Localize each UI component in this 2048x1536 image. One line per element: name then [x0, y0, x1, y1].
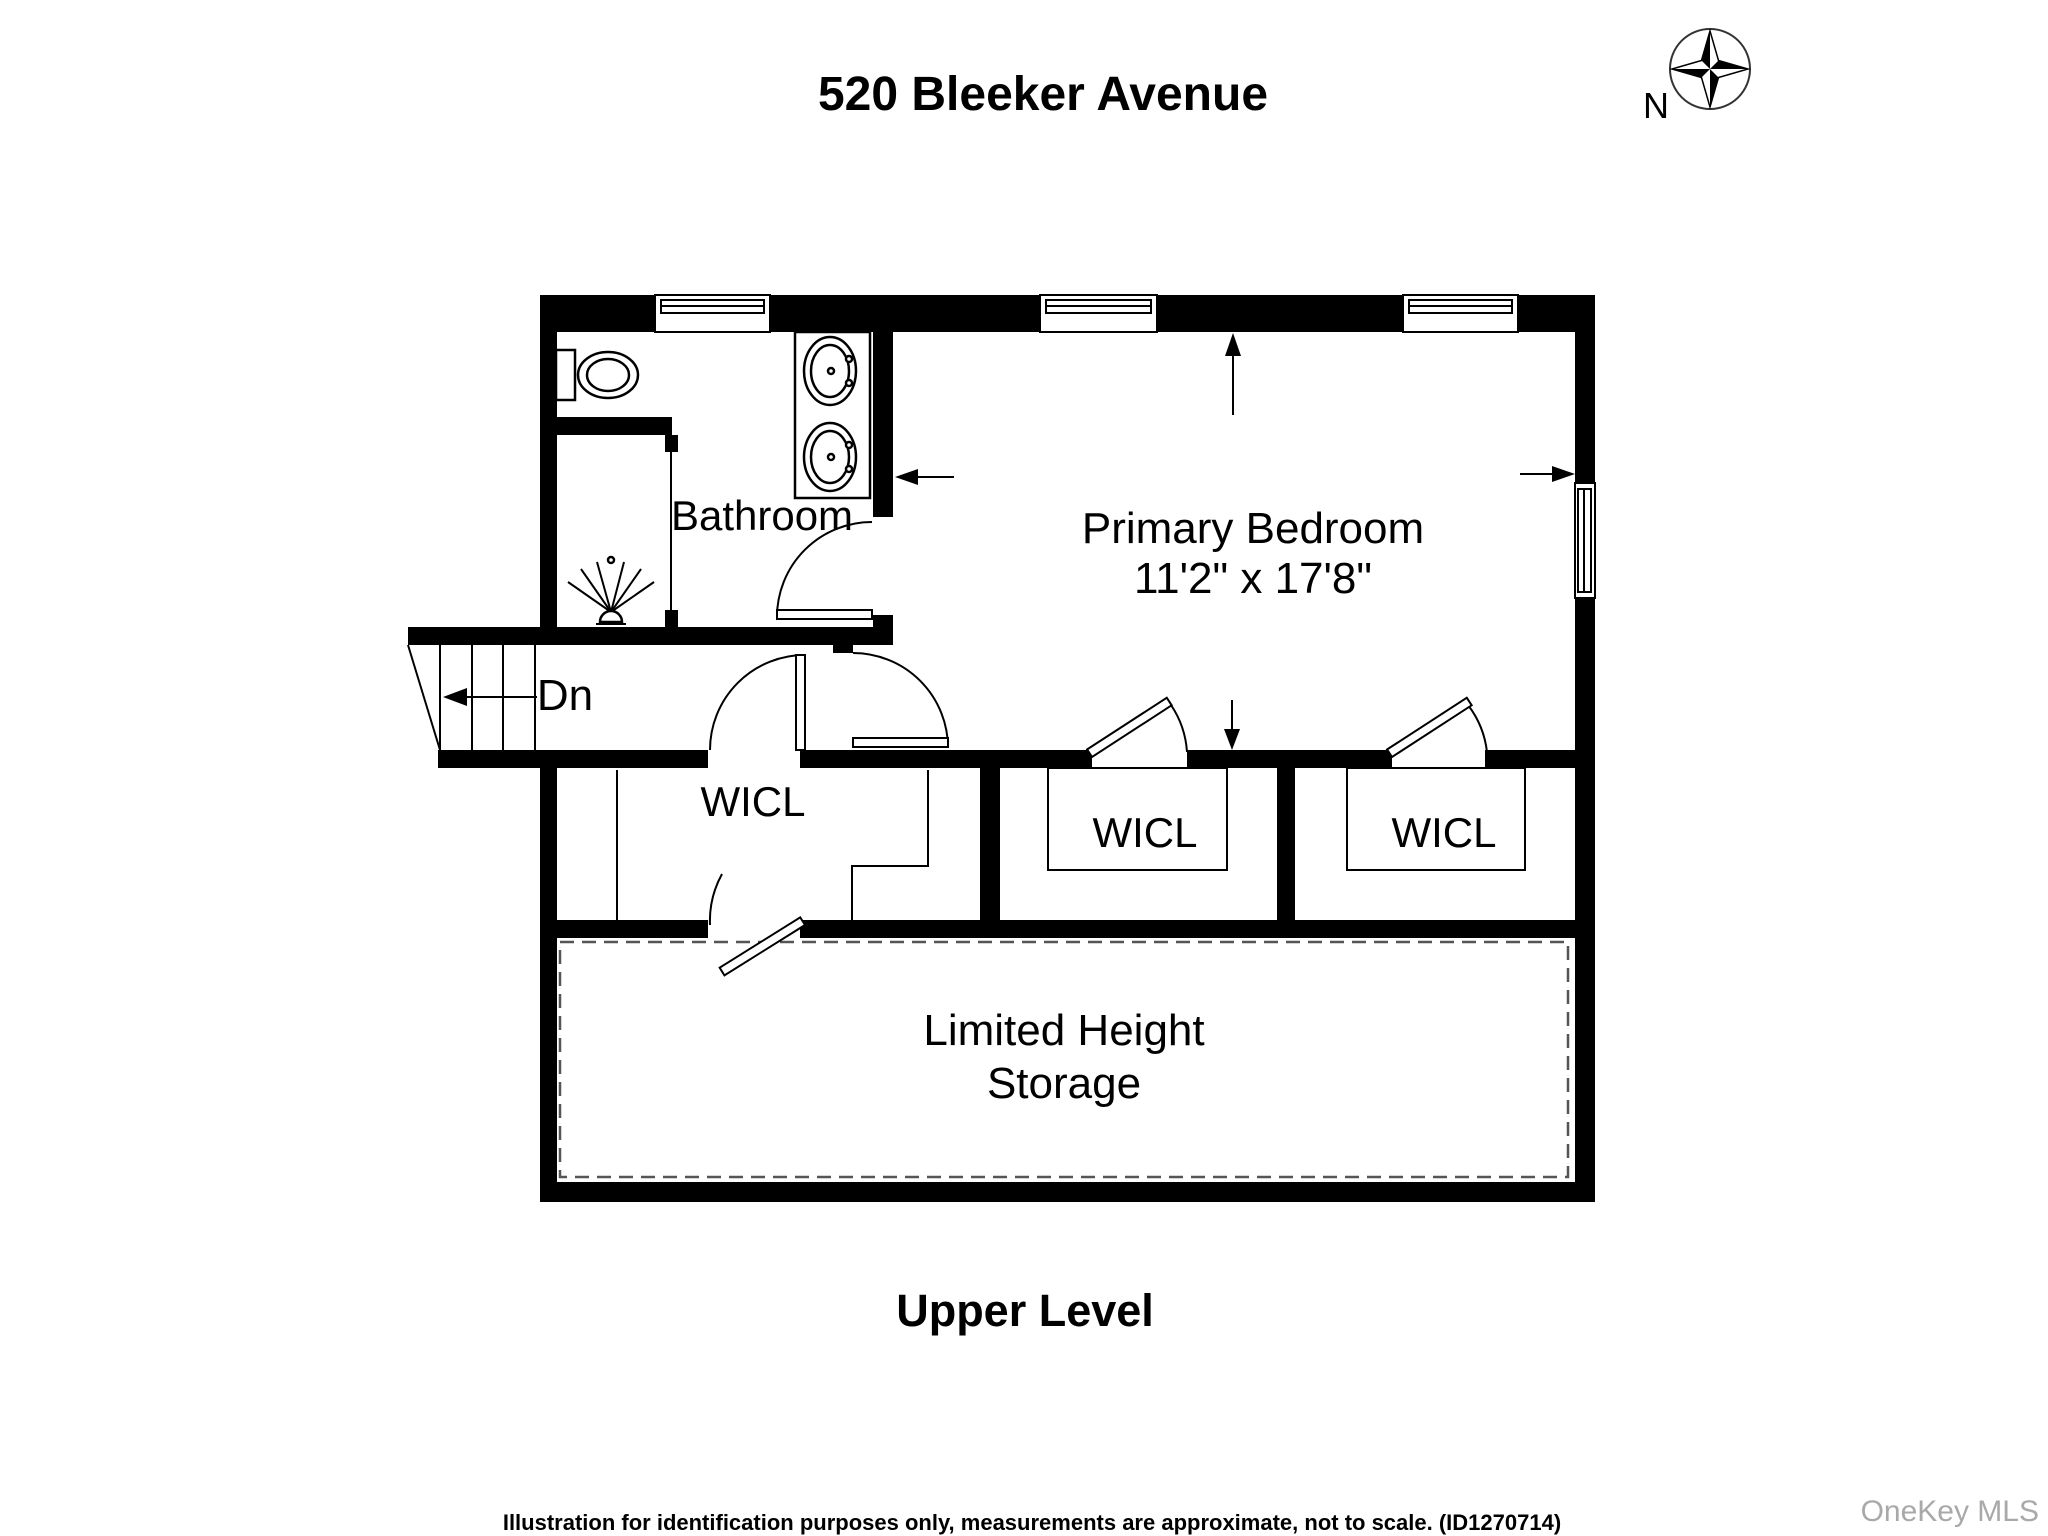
door-wicl-middle-icon	[1085, 696, 1188, 759]
sink-icon	[802, 421, 858, 493]
doors	[708, 521, 1488, 977]
closet-box-middle-wicl	[1047, 767, 1228, 871]
toilet-icon	[554, 348, 640, 402]
room-label-storage-line1: Limited Height	[923, 1006, 1204, 1055]
windows	[654, 294, 1596, 599]
wall-wicl-top-1	[553, 750, 708, 768]
compass-rose-icon: N	[1643, 28, 1751, 126]
room-label-wicl-right: WICL	[1392, 809, 1497, 856]
closet-outlines	[616, 767, 1526, 920]
window-icon	[1574, 482, 1596, 599]
dimension-arrows	[895, 333, 1575, 750]
wall-wicl-top-3	[1187, 750, 1392, 768]
wall-wicl-divider-2	[1277, 768, 1295, 920]
room-label-storage-line2: Storage	[987, 1059, 1141, 1108]
wall-bathroom-bottom	[408, 627, 893, 645]
closet-box-right-wicl	[1346, 767, 1526, 871]
room-label-bathroom: Bathroom	[671, 492, 853, 539]
wall-stairs-bottom	[438, 750, 553, 768]
wall-left-lower	[540, 752, 557, 1202]
page-title: 520 Bleeker Avenue	[818, 68, 1268, 121]
wall-wicl-top-4	[1485, 750, 1595, 768]
compass-north-label: N	[1643, 85, 1669, 126]
room-dimensions-primary-bedroom: 11'2" x 17'8"	[1134, 554, 1372, 603]
room-label-primary-bedroom: Primary Bedroom	[1082, 504, 1424, 553]
arrow-up-icon	[1225, 333, 1241, 415]
wall-bottom	[540, 1182, 1595, 1202]
arrow-right-icon	[1520, 466, 1575, 482]
arrow-left-icon	[895, 469, 954, 485]
wall-bathroom-east-upper	[873, 332, 893, 517]
wall-toilet-divider	[540, 417, 672, 435]
wall-wicl-divider-1	[980, 768, 1000, 920]
room-label-wicl-left: WICL	[701, 778, 806, 825]
wall-bathroom-east-lower	[873, 615, 893, 645]
window-icon	[654, 294, 771, 333]
room-label-wicl-middle: WICL	[1093, 809, 1198, 856]
stair-break-line	[407, 644, 441, 751]
storage-dashed-outline	[558, 940, 1570, 1179]
vanity-icon	[793, 330, 872, 500]
wall-right	[1575, 295, 1595, 1202]
door-bedroom-icon	[852, 652, 949, 749]
level-label: Upper Level	[896, 1285, 1154, 1336]
stairs-label: Dn	[537, 671, 593, 720]
door-bathroom-icon	[776, 521, 873, 620]
window-icon	[1039, 294, 1158, 333]
arrow-down-icon	[1224, 700, 1240, 750]
door-wicl-left-icon	[709, 654, 806, 751]
closet-step-left-wicl	[851, 770, 929, 920]
watermark-label: OneKey MLS	[1861, 1495, 2039, 1528]
wall-wicl-bottom-2	[800, 920, 1595, 938]
stairs-down-arrowhead-icon	[443, 688, 467, 706]
wall-wicl-bottom-1	[553, 920, 708, 938]
wall-left-upper	[540, 295, 557, 627]
window-icon	[1402, 294, 1519, 333]
door-storage-icon	[708, 873, 807, 977]
footer-disclaimer: Illustration for identification purposes…	[503, 1510, 1561, 1535]
shower-icon	[567, 435, 672, 627]
wall-wicl-top-2	[800, 750, 1092, 768]
sink-icon	[802, 335, 858, 407]
stairs	[407, 644, 537, 751]
bath-fixtures	[554, 330, 872, 627]
door-wicl-right-icon	[1385, 696, 1488, 759]
wall-doorway-stub	[833, 640, 853, 653]
